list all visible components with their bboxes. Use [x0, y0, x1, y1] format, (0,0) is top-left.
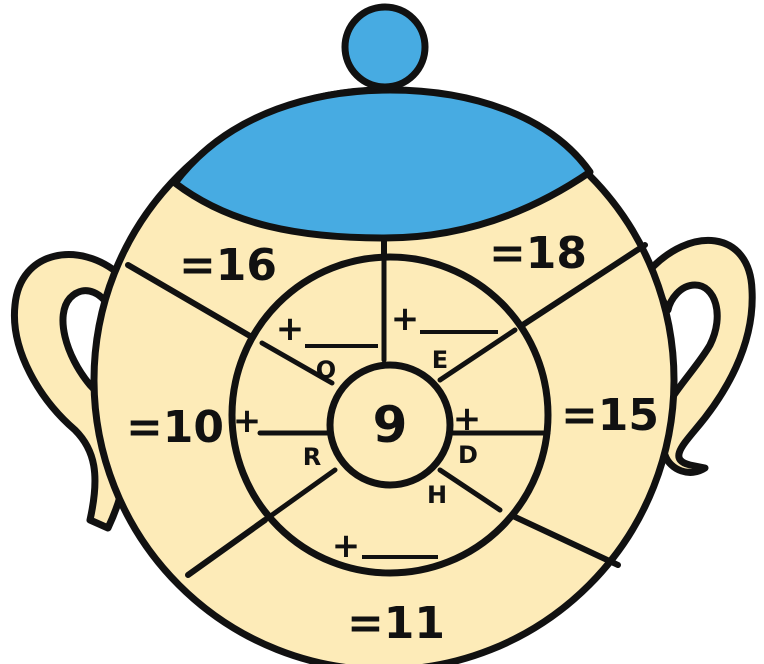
result-top-left: =16	[179, 240, 277, 291]
letter-o: O	[316, 356, 336, 384]
plus-sign: +	[332, 526, 361, 566]
result-top-right: =18	[489, 228, 587, 279]
lid-knob	[345, 7, 425, 87]
letter-e: E	[432, 346, 448, 374]
result-right: =15	[561, 390, 659, 441]
plus-sign: +	[233, 401, 262, 441]
plus-sign: +	[391, 299, 420, 339]
result-bottom: =11	[347, 598, 445, 649]
letter-r: R	[303, 443, 321, 471]
plus-sign: +	[453, 399, 482, 439]
plus-sign: +	[276, 309, 305, 349]
letter-d: D	[458, 441, 478, 469]
result-left: =10	[126, 402, 224, 453]
letter-h: H	[427, 481, 447, 509]
center-number: 9	[373, 396, 408, 454]
